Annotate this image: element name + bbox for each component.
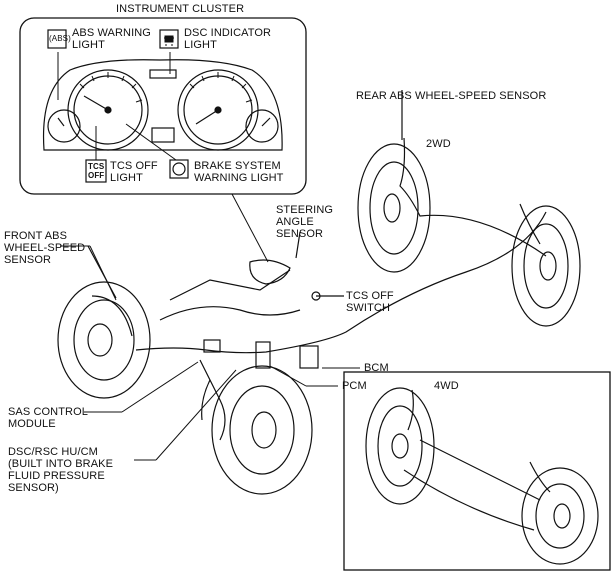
four-wd-label: 4WD	[434, 380, 459, 392]
dsc-indicator-light-label: DSC INDICATOR LIGHT	[184, 27, 272, 51]
pcm-label: PCM	[342, 380, 367, 392]
abs-icon-text: (ABS)	[49, 34, 71, 43]
dsc-rsc-hu-cm-label: DSC/RSC HU/CM (BUILT INTO BRAKE FLUID PR…	[8, 446, 114, 494]
sas-control-module-label: SAS CONTROL MODULE	[8, 406, 88, 430]
brake-system-warning-light-label: BRAKE SYSTEM WARNING LIGHT	[194, 160, 284, 184]
front-wheel-right	[211, 365, 313, 495]
tcs-off-light-label: TCS OFF LIGHT	[110, 160, 158, 184]
four-wd-callout	[343, 371, 611, 571]
tcs-off-icon	[85, 159, 107, 183]
tcs-icon-text: TCS OFF	[88, 162, 105, 180]
tcs-off-switch-label: TCS OFF SWITCH	[346, 290, 394, 314]
bcm-label: BCM	[364, 362, 389, 374]
central-harness	[135, 211, 547, 441]
abs-icon	[47, 29, 67, 49]
two-wd-label: 2WD	[426, 138, 451, 150]
instrument-cluster-callout	[19, 17, 307, 263]
abs-warning-light-label: ABS WARNING LIGHT	[72, 27, 151, 51]
front-wheel-left	[57, 245, 151, 399]
steering-angle-sensor-label: STEERING ANGLE SENSOR	[276, 204, 334, 240]
front-abs-sensor-label: FRONT ABS WHEEL-SPEED SENSOR	[4, 230, 86, 266]
cluster-drawing	[42, 59, 283, 151]
rear-abs-sensor-label: REAR ABS WHEEL-SPEED SENSOR	[356, 90, 547, 102]
rear-wheel-2wd	[357, 90, 581, 327]
cluster-title: INSTRUMENT CLUSTER	[116, 3, 245, 15]
leader-lines	[60, 245, 360, 461]
